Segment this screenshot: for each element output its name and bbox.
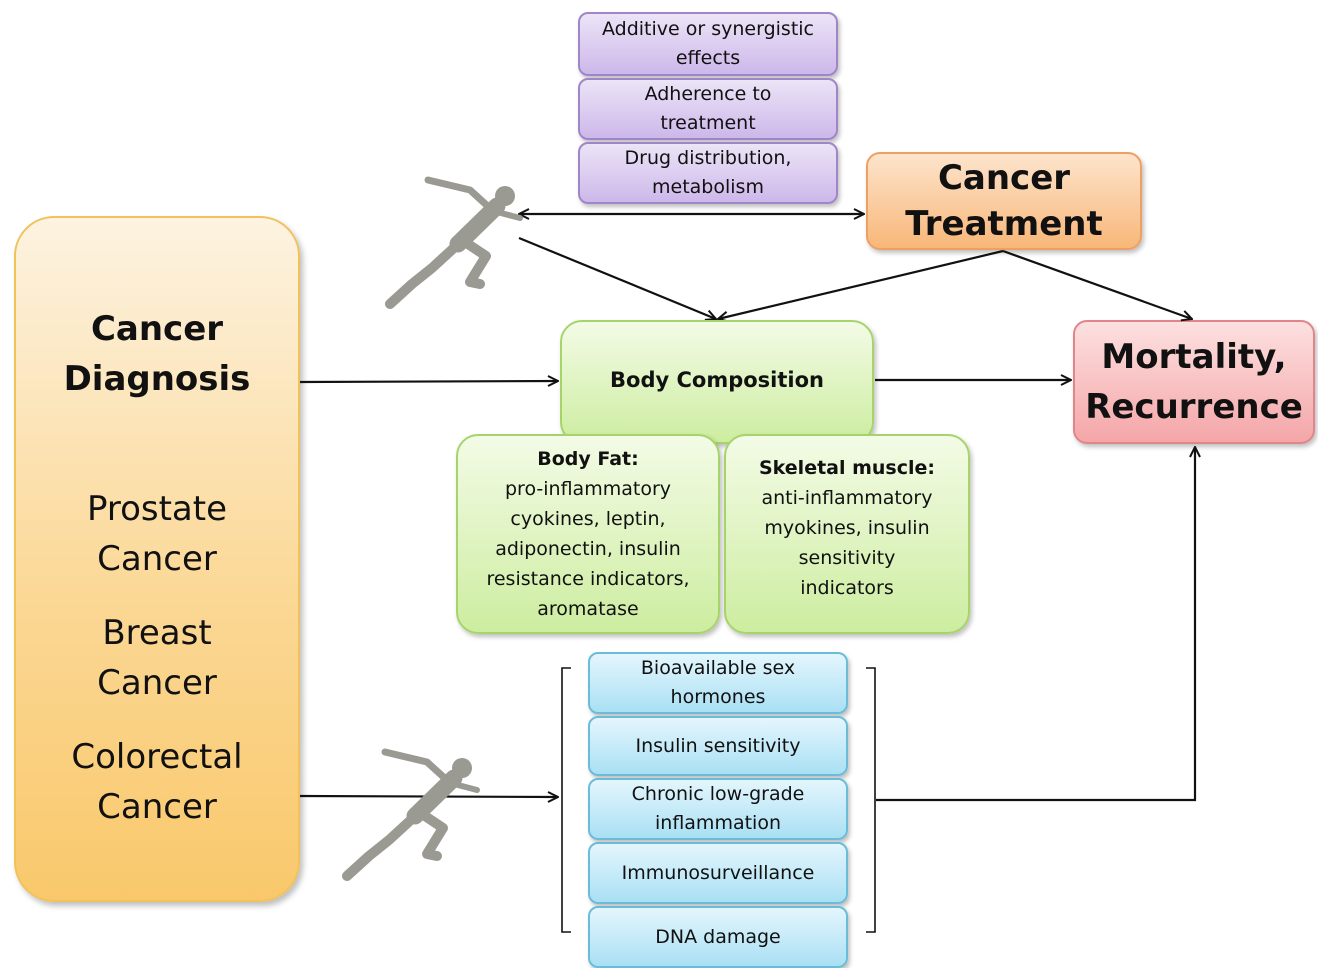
mortality-box: Mortality, Recurrence bbox=[1073, 320, 1315, 444]
mechanism-box: Insulin sensitivity bbox=[588, 716, 848, 776]
skeletal-muscle-text: sensitivity bbox=[798, 547, 896, 569]
cancer-type: Prostate Cancer bbox=[86, 489, 228, 579]
bracket-left bbox=[561, 667, 571, 933]
body-fat-text: cyokines, leptin, bbox=[510, 508, 666, 530]
mechanism-box: Bioavailable sex hormones bbox=[588, 652, 848, 714]
mechanism-text: Insulin sensitivity bbox=[635, 734, 801, 757]
mortality-text: Mortality, bbox=[1101, 337, 1287, 377]
arrow-treatment-mortality bbox=[1002, 249, 1192, 319]
body-fat-text: pro-inflammatory bbox=[504, 478, 671, 500]
mechanism-text: treatment bbox=[660, 112, 756, 134]
mechanism-box: Additive or synergistic effects bbox=[578, 12, 838, 76]
mechanism-box: Chronic low-grade inflammation bbox=[588, 778, 848, 840]
cancer-diagnosis-title: Cancer Diagnosis bbox=[63, 309, 251, 399]
arrow-mechanisms-mortality bbox=[876, 447, 1195, 802]
bracket-right bbox=[866, 667, 876, 933]
skeletal-muscle-text: myokines, insulin bbox=[764, 517, 930, 539]
skeletal-muscle-box: Skeletal muscle: anti-inflammatory myoki… bbox=[724, 434, 970, 634]
mechanism-box: Adherence to treatment bbox=[578, 78, 838, 140]
mechanism-text: Chronic low-grade bbox=[631, 783, 805, 805]
body-composition-title: Body Composition bbox=[610, 368, 824, 392]
skeletal-muscle-text: anti-inflammatory bbox=[761, 487, 933, 509]
skeletal-muscle-heading: Skeletal muscle: bbox=[758, 457, 936, 479]
cancer-treatment-text: Treatment bbox=[905, 204, 1103, 244]
body-fat-box: Body Fat: pro-inflammatory cyokines, lep… bbox=[456, 434, 720, 634]
arrow-treatment-body-composition bbox=[718, 249, 1004, 319]
mechanism-text: DNA damage bbox=[655, 925, 781, 948]
arrow-diagnosis-body-composition bbox=[299, 381, 558, 382]
cancer-treatment-text: Cancer bbox=[937, 158, 1071, 198]
body-fat-text: resistance indicators, bbox=[486, 568, 690, 590]
mechanism-text: Immunosurveillance bbox=[621, 861, 815, 884]
mechanism-text: metabolism bbox=[652, 176, 764, 198]
mechanism-text: effects bbox=[675, 47, 741, 69]
runner-icon bbox=[342, 748, 480, 881]
arrow-exercise-body-composition bbox=[518, 236, 716, 319]
body-fat-text: aromatase bbox=[537, 598, 639, 620]
body-fat-heading: Body Fat: bbox=[537, 448, 639, 470]
mechanism-box: Drug distribution, metabolism bbox=[578, 142, 838, 204]
cancer-type: Breast Cancer bbox=[97, 613, 217, 703]
mechanism-text: Drug distribution, bbox=[624, 147, 792, 169]
mechanism-text: Adherence to bbox=[644, 83, 772, 105]
runner-icon bbox=[385, 176, 523, 309]
cancer-diagnosis-box: Cancer Diagnosis Prostate Cancer Breast … bbox=[14, 216, 300, 902]
cancer-treatment-box: Cancer Treatment bbox=[866, 152, 1142, 250]
mechanism-box: Immunosurveillance bbox=[588, 842, 848, 904]
body-composition-box: Body Composition bbox=[560, 320, 874, 444]
skeletal-muscle-text: indicators bbox=[800, 577, 894, 599]
mechanism-text: hormones bbox=[670, 686, 766, 708]
mechanism-text: inflammation bbox=[655, 812, 781, 834]
cancer-type: Colorectal Cancer bbox=[71, 737, 243, 827]
mechanism-text: Additive or synergistic bbox=[601, 18, 814, 40]
mechanism-text: Bioavailable sex bbox=[640, 657, 796, 679]
mortality-text: Recurrence bbox=[1085, 387, 1303, 427]
body-fat-text: adiponectin, insulin bbox=[495, 538, 681, 560]
